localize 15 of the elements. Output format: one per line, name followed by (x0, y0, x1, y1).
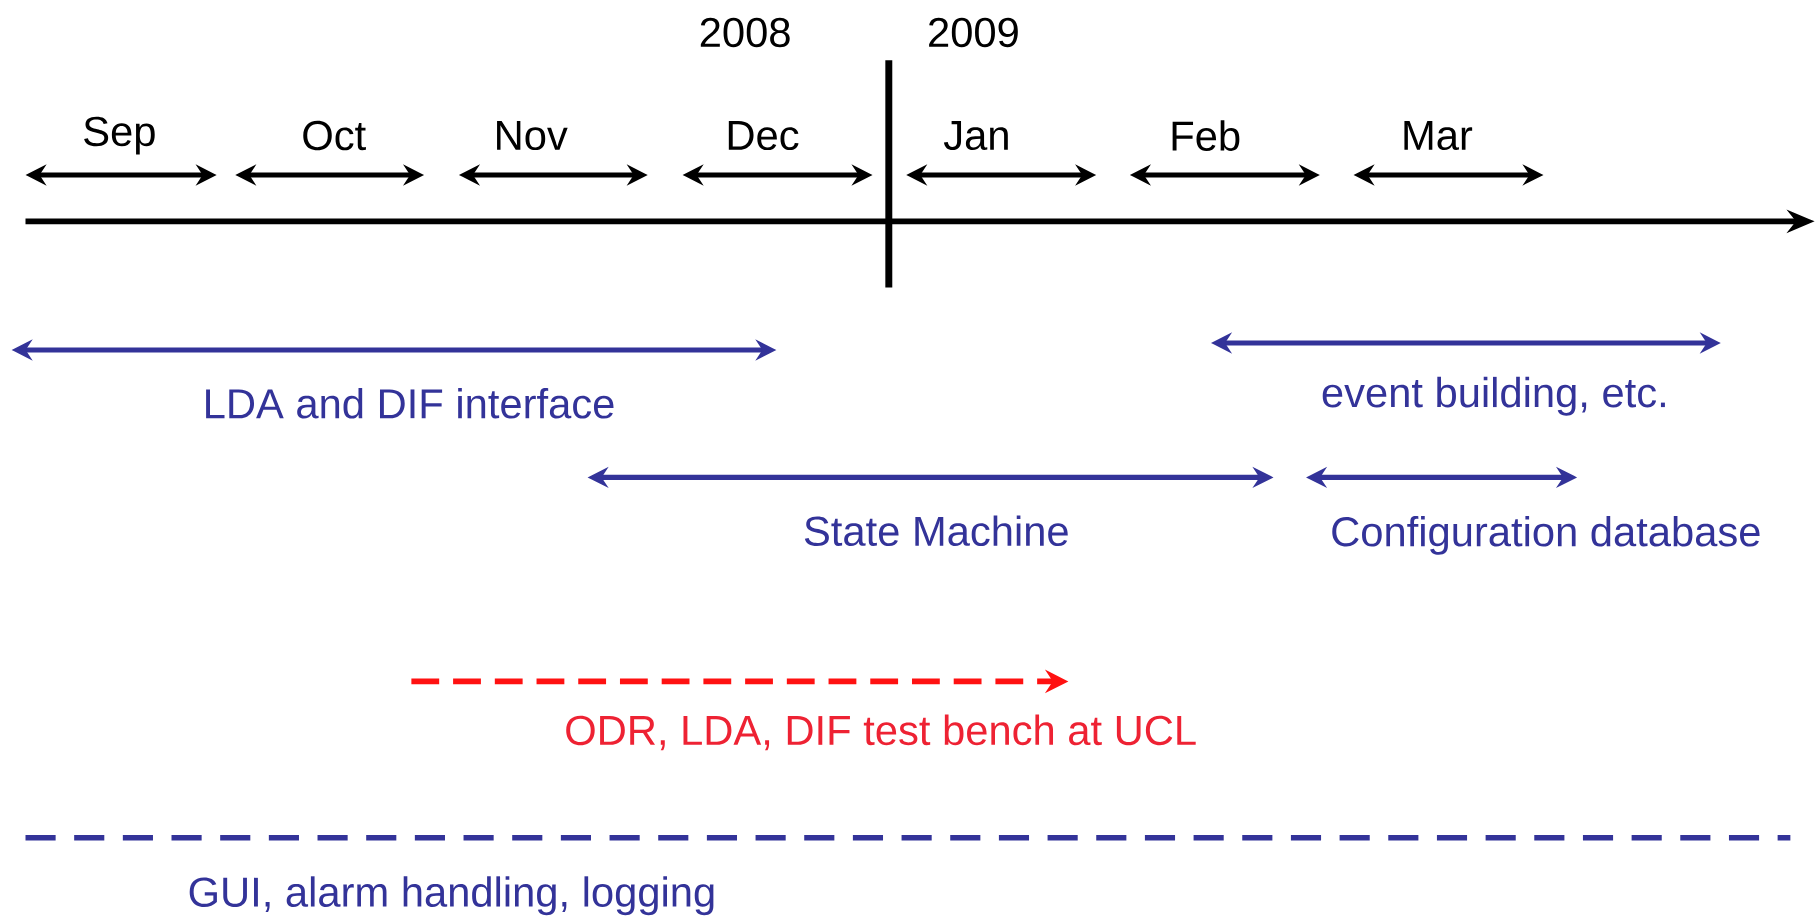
task-label: event building, etc. (1322, 376, 1665, 416)
task-label: Configuration database (1332, 515, 1760, 555)
task-label: GUI, alarm handling, logging (189, 876, 714, 916)
task-label: LDA and DIF interface (206, 387, 614, 419)
task-label: State Machine (804, 515, 1068, 546)
year-label: 2009 (929, 17, 1018, 48)
month-label: Nov (497, 120, 568, 150)
year-label: 2008 (700, 17, 790, 48)
month-label: Mar (1404, 120, 1473, 150)
month-label: Oct (303, 120, 366, 151)
month-label: Sep (84, 116, 155, 155)
month-label: Dec (728, 120, 799, 150)
task-label: ODR, LDA, DIF test bench at UCL (566, 714, 1196, 751)
month-label: Jan (943, 120, 1008, 150)
month-label: Feb (1172, 120, 1240, 151)
